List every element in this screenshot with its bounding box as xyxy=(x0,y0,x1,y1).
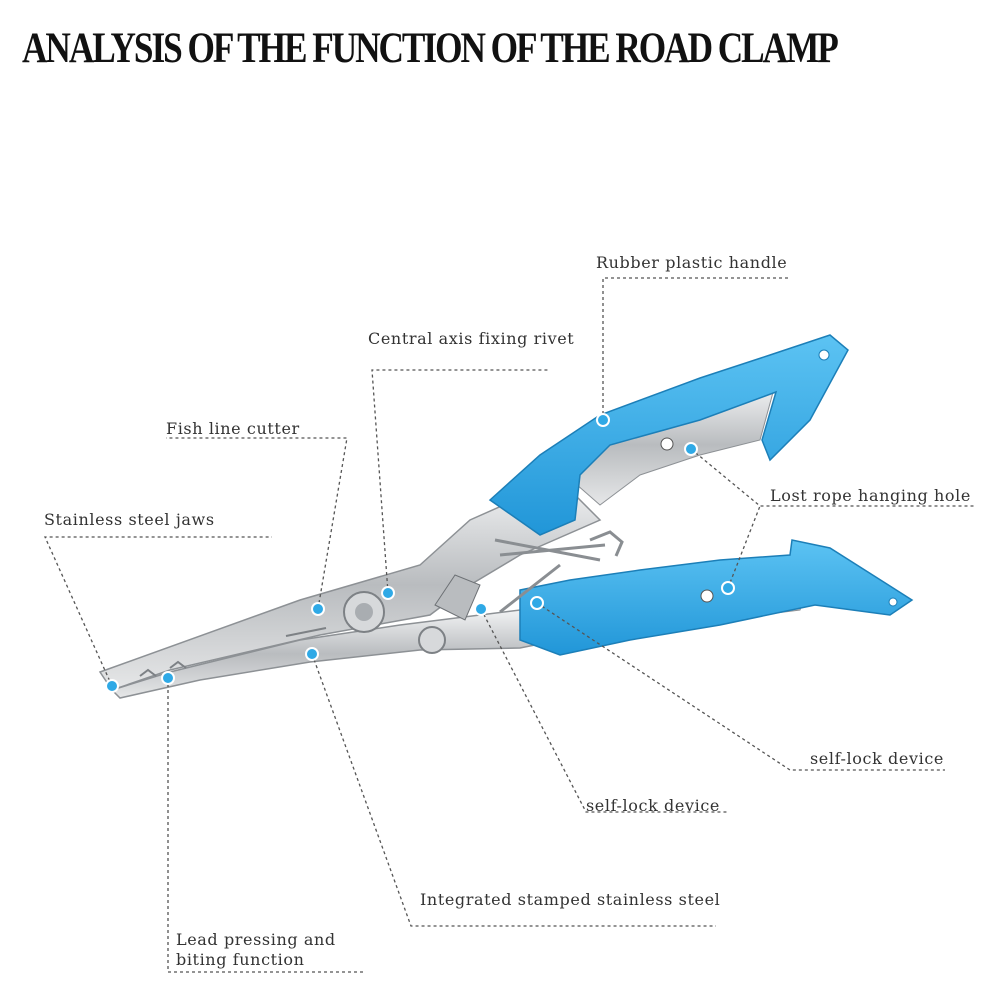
leader-jaws xyxy=(43,536,272,687)
handle-hole-upper xyxy=(818,349,830,361)
marker-jaws xyxy=(105,679,119,693)
label-self-lock-right: self-lock device xyxy=(810,749,944,768)
marker-self-lock-right xyxy=(530,596,544,610)
rope-hole-lower xyxy=(700,589,714,603)
label-rivet: Central axis fixing rivet xyxy=(368,329,575,348)
upper-handle xyxy=(488,334,849,536)
marker-rivet xyxy=(381,586,395,600)
marker-hanging-hole-a xyxy=(684,442,698,456)
label-cutter: Fish line cutter xyxy=(166,419,300,438)
leader-cutter xyxy=(166,437,348,610)
spring xyxy=(494,530,624,614)
leader-self-lock-center xyxy=(480,608,728,813)
marker-stamped-steel xyxy=(305,647,319,661)
leader-rivet xyxy=(371,369,548,594)
marker-rubber-handle xyxy=(596,413,610,427)
leader-stamped-steel xyxy=(311,653,716,927)
label-jaws: Stainless steel jaws xyxy=(44,510,215,529)
marker-hanging-hole-b xyxy=(721,581,735,595)
page-title: ANALYSIS OF THE FUNCTION OF THE ROAD CLA… xyxy=(22,25,839,72)
label-rubber-handle: Rubber plastic handle xyxy=(596,253,788,272)
markers xyxy=(105,413,735,693)
label-hanging-hole: Lost rope hanging hole xyxy=(770,486,971,505)
marker-self-lock-center xyxy=(474,602,488,616)
label-stamped-steel: Integrated stamped stainless steel xyxy=(420,890,721,909)
lower-handle xyxy=(519,539,914,656)
label-self-lock-center: self-lock device xyxy=(586,796,720,815)
secondary-rivet xyxy=(418,626,446,654)
rope-hole-upper xyxy=(660,437,674,451)
leader-rubber-handle xyxy=(602,277,790,420)
leader-lines xyxy=(43,277,975,973)
marker-cutter xyxy=(311,602,325,616)
handle-hole-lower xyxy=(888,597,898,607)
self-lock-latch xyxy=(434,574,481,621)
upper-jaw xyxy=(98,479,602,691)
label-lead-pressing: Lead pressing and biting function xyxy=(176,930,336,969)
jaw-notches xyxy=(139,627,327,677)
marker-lead-pressing xyxy=(161,671,175,685)
leader-lead-pressing xyxy=(167,678,365,973)
leader-hanging-hole-b xyxy=(727,505,761,589)
